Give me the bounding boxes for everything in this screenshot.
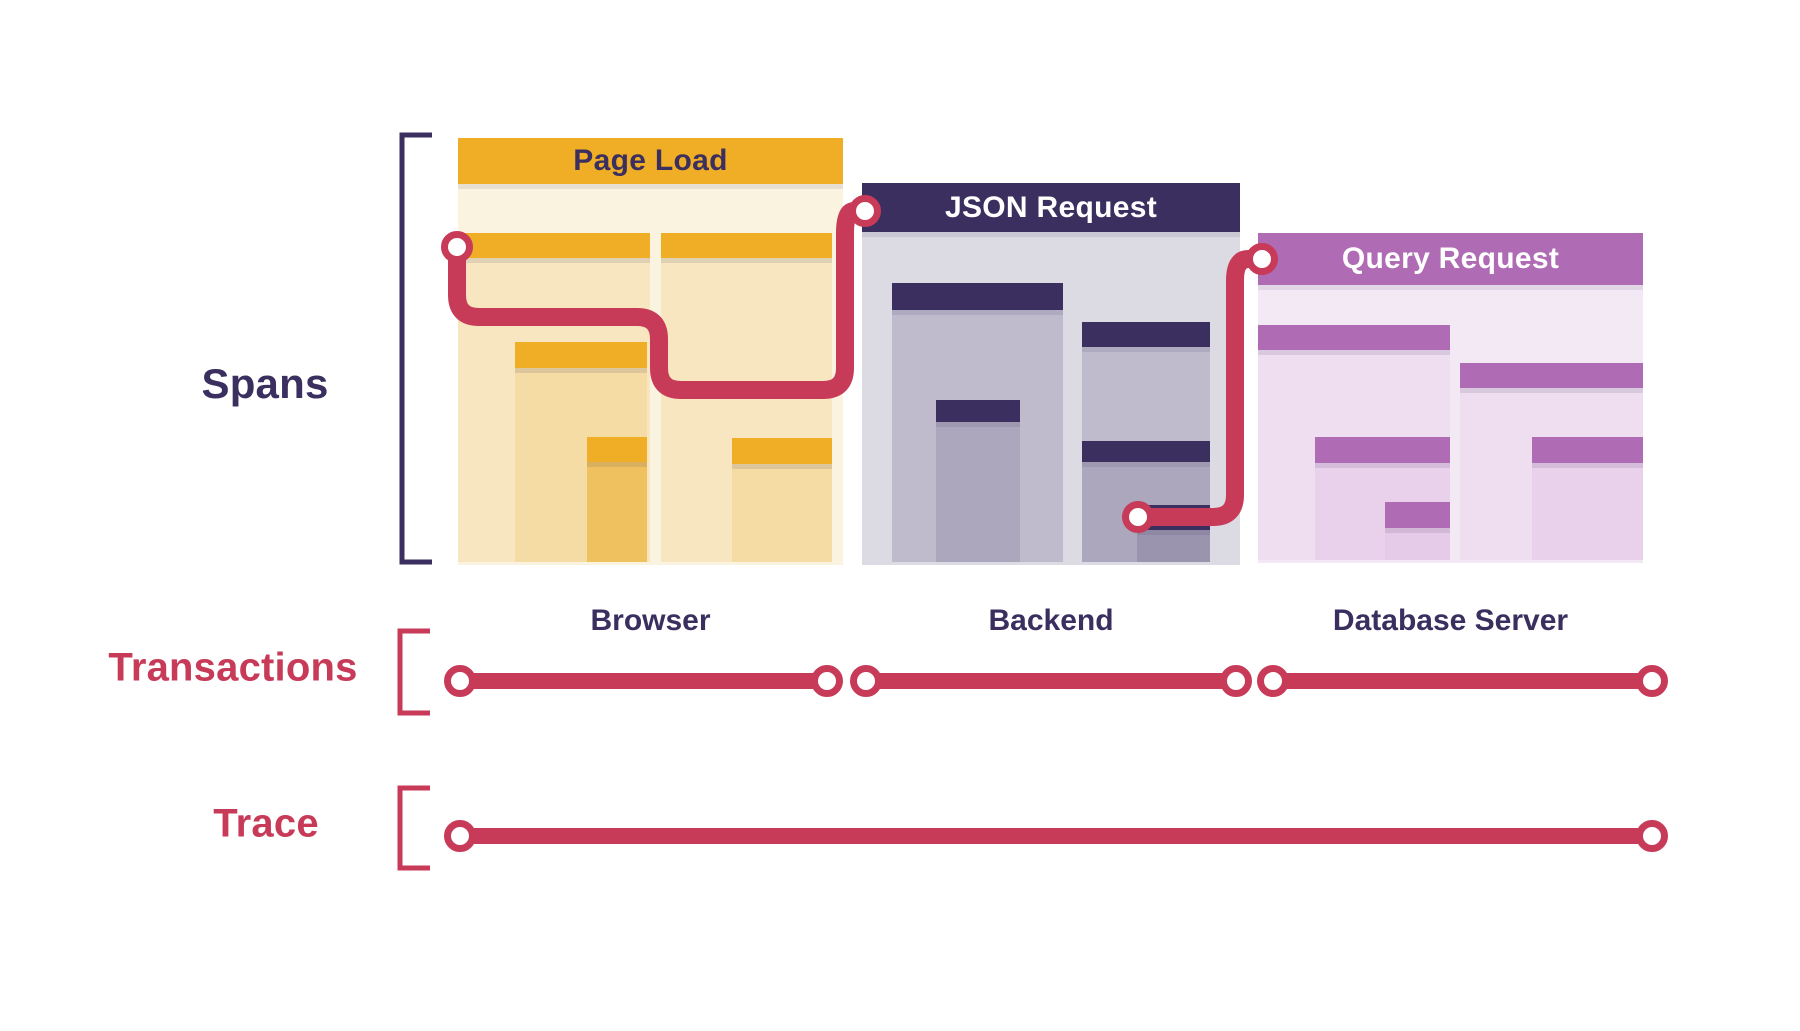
span-bar	[1082, 441, 1210, 462]
span-bar	[1258, 325, 1450, 350]
span-bar	[1385, 502, 1450, 528]
transactions-label: Transactions	[108, 645, 358, 690]
node-circle	[1220, 665, 1252, 697]
trace-flow-path	[448, 202, 873, 399]
span-bar	[1082, 322, 1210, 347]
span-bar	[515, 342, 647, 368]
block-title-backend: JSON Request	[862, 183, 1240, 232]
trace-flow-path	[1129, 250, 1270, 526]
span-bar	[661, 233, 832, 258]
block-title-database: Query Request	[1258, 233, 1643, 285]
caption-browser: Browser	[590, 604, 711, 637]
caption-backend: Backend	[988, 604, 1114, 637]
bracket	[397, 628, 430, 716]
trace-label: Trace	[213, 801, 319, 846]
spans-label: Spans	[201, 360, 329, 407]
node-circle	[1246, 243, 1278, 275]
node-circle	[1636, 665, 1668, 697]
span-bar	[892, 283, 1063, 310]
node-circle	[1122, 501, 1154, 533]
block-title-browser: Page Load	[458, 138, 843, 184]
node-circle	[1636, 820, 1668, 852]
bracket	[397, 785, 430, 871]
node-circle	[850, 665, 882, 697]
span-bar	[1532, 437, 1643, 463]
node-circle	[849, 195, 881, 227]
span-bar	[1315, 437, 1450, 463]
node-circle	[811, 665, 843, 697]
caption-database: Database Server	[1332, 604, 1569, 637]
span-bar	[458, 233, 650, 258]
node-circle	[444, 820, 476, 852]
node-circle	[441, 231, 473, 263]
node-circle	[1257, 665, 1289, 697]
span-bar	[936, 400, 1020, 422]
span-body	[936, 400, 1020, 562]
node-circle	[444, 665, 476, 697]
bracket	[399, 132, 432, 565]
span-bar	[732, 438, 832, 464]
span-bar	[1460, 363, 1643, 388]
span-bar	[587, 437, 647, 462]
